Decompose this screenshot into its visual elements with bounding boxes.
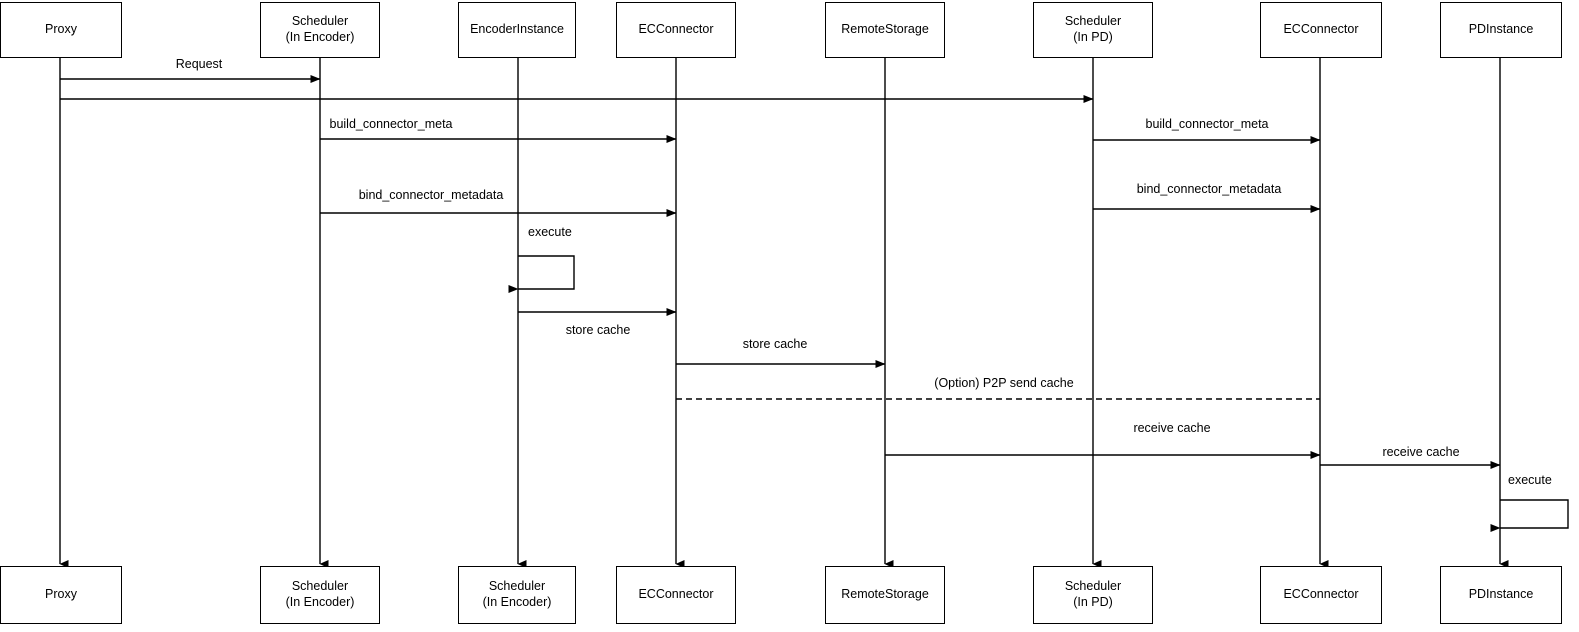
message-label-receive-cache-pdinstance: receive cache bbox=[1382, 445, 1460, 459]
lifelines-group bbox=[59, 58, 1509, 568]
participant-box-bottom-scheduler-encoder: Scheduler(In Encoder) bbox=[260, 566, 380, 624]
message-label-p2p-send-cache: (Option) P2P send cache bbox=[934, 376, 1074, 390]
message-label-request: Request bbox=[175, 57, 223, 71]
self-message-loop-execute-encoder bbox=[508, 255, 575, 293]
self-message-label-execute-pdinstance: execute bbox=[1508, 473, 1552, 487]
self-message-label-execute-encoder: execute bbox=[528, 225, 572, 239]
messages-group bbox=[60, 75, 1501, 469]
participant-box-top-ec-connector-pd: ECConnector bbox=[1260, 2, 1382, 58]
message-label-build-connector-meta-enc: build_connector_meta bbox=[329, 117, 453, 131]
participant-box-top-proxy: Proxy bbox=[0, 2, 122, 58]
participant-box-bottom-scheduler-encoder-2: Scheduler(In Encoder) bbox=[458, 566, 576, 624]
participant-name: ECConnector bbox=[1283, 587, 1359, 602]
participant-name: ECConnector bbox=[638, 22, 714, 37]
self-messages-group bbox=[508, 255, 1569, 532]
participant-box-bottom-remote-storage: RemoteStorage bbox=[825, 566, 945, 624]
participant-box-top-encoder-instance: EncoderInstance bbox=[458, 2, 576, 58]
participant-qualifier: (In Encoder) bbox=[482, 595, 552, 609]
participant-name: Scheduler bbox=[291, 579, 349, 594]
participant-name: RemoteStorage bbox=[841, 587, 929, 602]
participant-name: ECConnector bbox=[638, 587, 714, 602]
participant-box-bottom-ec-connector-pd: ECConnector bbox=[1260, 566, 1382, 624]
participant-name: Scheduler bbox=[488, 579, 546, 594]
participant-name: ECConnector bbox=[1283, 22, 1359, 37]
participant-qualifier: (In PD) bbox=[1073, 30, 1113, 44]
message-label-store-cache-enc: store cache bbox=[565, 323, 631, 337]
participant-box-top-scheduler-encoder: Scheduler(In Encoder) bbox=[260, 2, 380, 58]
participant-name: RemoteStorage bbox=[841, 22, 929, 37]
participant-name: PDInstance bbox=[1468, 22, 1534, 37]
participant-box-bottom-proxy: Proxy bbox=[0, 566, 122, 624]
participant-name: Scheduler bbox=[1064, 14, 1122, 29]
message-label-build-connector-meta-pd: build_connector_meta bbox=[1145, 117, 1269, 131]
participant-name: PDInstance bbox=[1468, 587, 1534, 602]
participant-qualifier: (In PD) bbox=[1073, 595, 1113, 609]
self-message-loop-execute-pdinstance bbox=[1490, 499, 1569, 532]
participant-name: Scheduler bbox=[1064, 579, 1122, 594]
participant-name: Proxy bbox=[45, 22, 77, 37]
participant-box-bottom-pd-instance: PDInstance bbox=[1440, 566, 1562, 624]
participant-qualifier: (In Encoder) bbox=[285, 595, 355, 609]
participant-box-top-pd-instance: PDInstance bbox=[1440, 2, 1562, 58]
participant-box-top-ec-connector-enc: ECConnector bbox=[616, 2, 736, 58]
message-label-bind-connector-metadata-pd: bind_connector_metadata bbox=[1136, 182, 1282, 196]
participant-box-bottom-ec-connector-enc: ECConnector bbox=[616, 566, 736, 624]
participant-box-bottom-scheduler-pd: Scheduler(In PD) bbox=[1033, 566, 1153, 624]
participant-box-top-scheduler-pd: Scheduler(In PD) bbox=[1033, 2, 1153, 58]
participant-name: Scheduler bbox=[291, 14, 349, 29]
message-label-store-cache-remote: store cache bbox=[742, 337, 808, 351]
participant-box-top-remote-storage: RemoteStorage bbox=[825, 2, 945, 58]
participant-name: Proxy bbox=[45, 587, 77, 602]
participant-name: EncoderInstance bbox=[470, 22, 564, 37]
message-label-receive-cache-pd: receive cache bbox=[1133, 421, 1211, 435]
participant-qualifier: (In Encoder) bbox=[285, 30, 355, 44]
message-label-bind-connector-metadata-enc: bind_connector_metadata bbox=[358, 188, 504, 202]
